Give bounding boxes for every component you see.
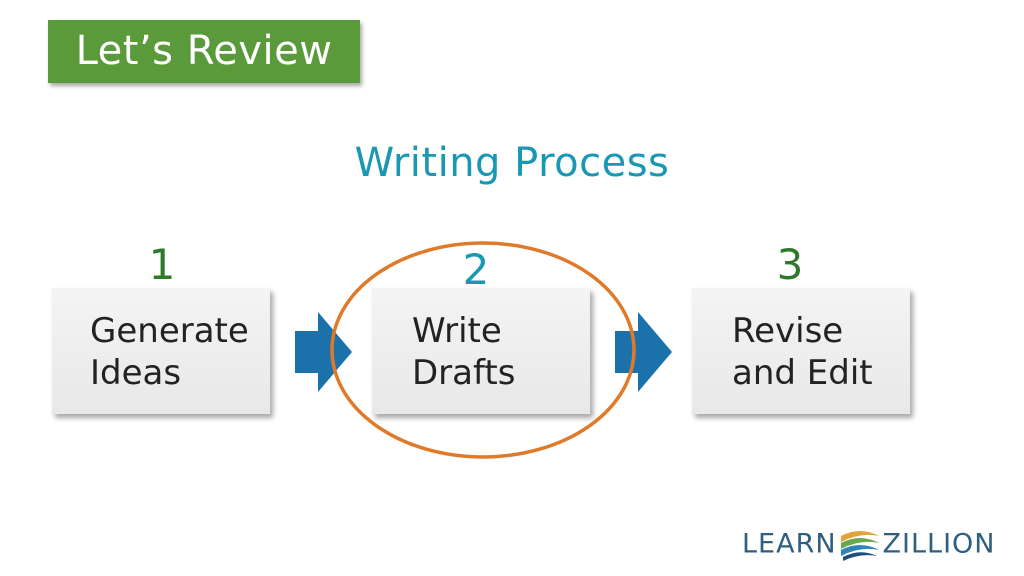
logo-text-learn: LEARN: [742, 528, 837, 560]
logo-text-zillion: ZILLION: [882, 528, 996, 560]
right-arrow-icon: [615, 312, 672, 392]
step-number-2: 2: [462, 245, 490, 294]
step-label-line1: Generate: [90, 311, 249, 351]
step-number-3: 3: [776, 240, 804, 289]
step-box-revise-and-edit: Revise and Edit: [692, 288, 910, 414]
step-number-1: 1: [148, 240, 176, 289]
step-label-line2: Ideas: [90, 353, 182, 393]
step-box-generate-ideas: Generate Ideas: [52, 288, 270, 414]
step-label-line2: Drafts: [412, 353, 516, 393]
step-label-line1: Revise: [732, 311, 844, 351]
diagram-title: Writing Process: [354, 140, 670, 186]
step-label-line1: Write: [412, 311, 502, 351]
learnzillion-logo: LEARN ZILLION: [742, 526, 1014, 562]
right-arrow-icon: [295, 312, 352, 392]
lets-review-badge: Let’s Review: [48, 20, 360, 83]
step-label-line2: and Edit: [732, 353, 873, 393]
learnzillion-swirl-icon: [840, 530, 879, 561]
step-box-write-drafts: Write Drafts: [372, 288, 590, 414]
